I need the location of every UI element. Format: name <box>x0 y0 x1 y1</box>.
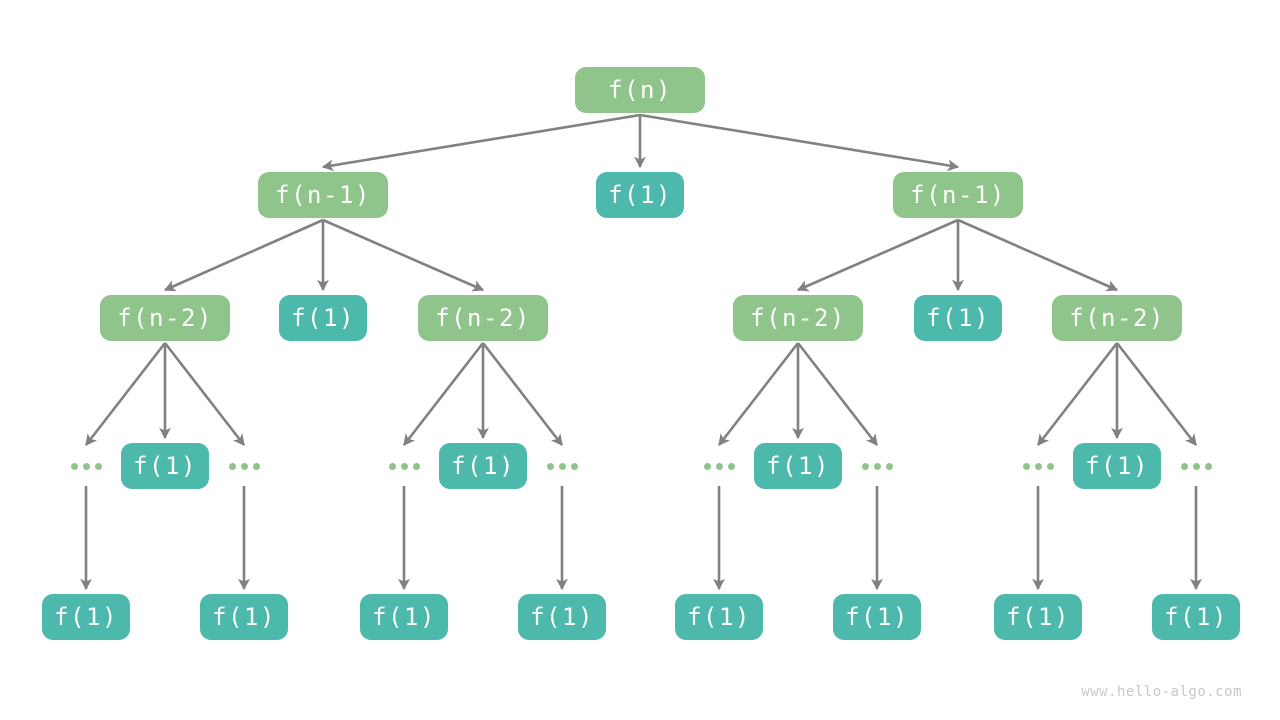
tree-node-base-d8: f(1) <box>754 443 842 489</box>
tree-node-base-b2: f(1) <box>596 172 684 218</box>
ellipsis-dot <box>1046 462 1054 470</box>
ellipsis-dot <box>861 462 869 470</box>
tree-edge-a-b3 <box>639 113 960 172</box>
ellipsis-node <box>1174 458 1218 474</box>
tree-node-recursive-c3: f(n-2) <box>418 295 548 341</box>
tree-node-base-d11: f(1) <box>1073 443 1161 489</box>
ellipsis-dot <box>873 462 881 470</box>
tree-node-recursive-c4: f(n-2) <box>733 295 863 341</box>
tree-node-recursive-a: f(n) <box>575 67 705 113</box>
tree-edge-c6-d10 <box>1036 342 1119 446</box>
tree-node-base-e3: f(1) <box>360 594 448 640</box>
ellipsis-dot <box>570 462 578 470</box>
tree-node-base-c5: f(1) <box>914 295 1002 341</box>
tree-edge-c4-d7 <box>717 342 800 446</box>
tree-edge-c1-d3 <box>163 342 246 446</box>
ellipsis-node <box>697 458 741 474</box>
tree-node-recursive-b3: f(n-1) <box>893 172 1023 218</box>
ellipsis-dot <box>885 462 893 470</box>
ellipsis-dot <box>1022 462 1030 470</box>
tree-node-recursive-c1: f(n-2) <box>100 295 230 341</box>
tree-edge-c3-d4 <box>402 342 485 446</box>
ellipsis-node <box>855 458 899 474</box>
tree-edge-b3-c6 <box>957 218 1118 292</box>
tree-node-base-e2: f(1) <box>200 594 288 640</box>
tree-node-base-e5: f(1) <box>675 594 763 640</box>
ellipsis-dot <box>94 462 102 470</box>
tree-node-recursive-b1: f(n-1) <box>258 172 388 218</box>
ellipsis-dot <box>703 462 711 470</box>
tree-node-base-e8: f(1) <box>1152 594 1240 640</box>
ellipsis-node <box>540 458 584 474</box>
tree-node-base-e4: f(1) <box>518 594 606 640</box>
ellipsis-node <box>222 458 266 474</box>
tree-node-base-d5: f(1) <box>439 443 527 489</box>
ellipsis-dot <box>546 462 554 470</box>
tree-node-base-d2: f(1) <box>121 443 209 489</box>
ellipsis-dot <box>1180 462 1188 470</box>
tree-edge-c6-d12 <box>1115 342 1198 446</box>
watermark: www.hello-algo.com <box>1081 684 1242 700</box>
tree-edge-b1-c3 <box>322 218 484 292</box>
ellipsis-dot <box>240 462 248 470</box>
ellipsis-dot <box>82 462 90 470</box>
ellipsis-dot <box>412 462 420 470</box>
tree-node-base-e1: f(1) <box>42 594 130 640</box>
tree-node-base-e7: f(1) <box>994 594 1082 640</box>
ellipsis-node <box>1016 458 1060 474</box>
ellipsis-dot <box>252 462 260 470</box>
ellipsis-dot <box>388 462 396 470</box>
ellipsis-node <box>64 458 108 474</box>
tree-edge-c3-d6 <box>481 342 564 446</box>
ellipsis-dot <box>727 462 735 470</box>
tree-node-recursive-c6: f(n-2) <box>1052 295 1182 341</box>
ellipsis-dot <box>70 462 78 470</box>
tree-edge-b1-c1 <box>164 218 324 292</box>
ellipsis-dot <box>228 462 236 470</box>
tree-edge-c4-d9 <box>796 342 879 446</box>
tree-edge-a-b1 <box>321 113 641 172</box>
ellipsis-node <box>382 458 426 474</box>
ellipsis-dot <box>1204 462 1212 470</box>
ellipsis-dot <box>715 462 723 470</box>
tree-edge-c1-d1 <box>84 342 167 446</box>
tree-node-base-c2: f(1) <box>279 295 367 341</box>
ellipsis-dot <box>1034 462 1042 470</box>
tree-node-base-e6: f(1) <box>833 594 921 640</box>
ellipsis-dot <box>1192 462 1200 470</box>
ellipsis-dot <box>400 462 408 470</box>
ellipsis-dot <box>558 462 566 470</box>
tree-edge-b3-c4 <box>797 218 959 292</box>
